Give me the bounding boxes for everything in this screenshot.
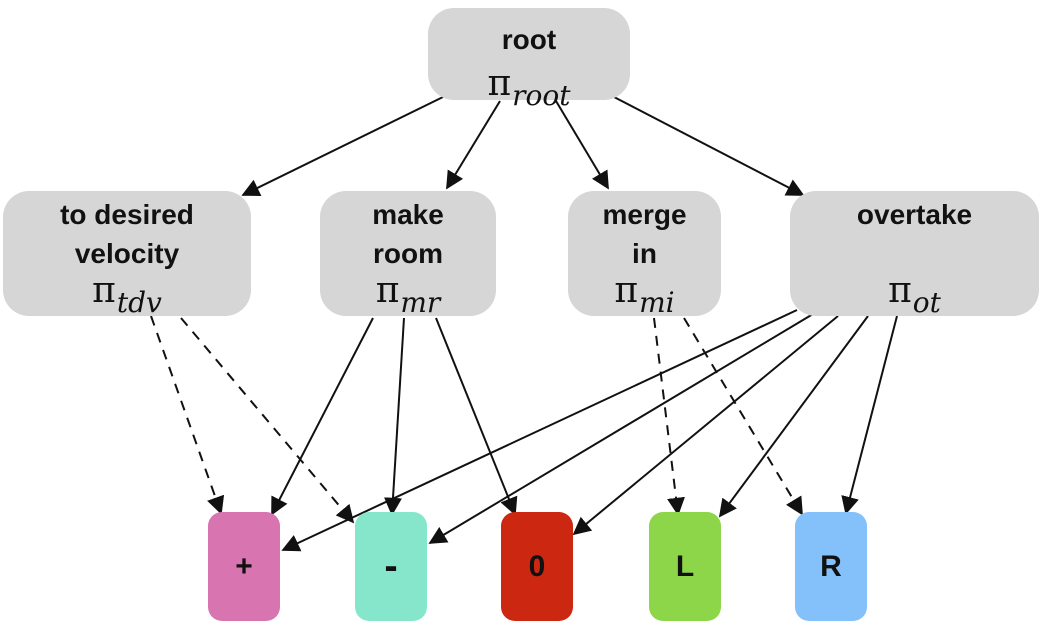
- action-right-label: R: [820, 549, 842, 583]
- edge-ot-minus: [428, 313, 814, 544]
- edge-mr-zero: [435, 317, 518, 516]
- edge-mr-minus: [384, 317, 405, 516]
- edge-ot-left: [718, 315, 869, 518]
- node-mi-label-line2: in: [632, 238, 657, 269]
- node-root-label: root: [501, 24, 557, 55]
- node-tdv-label-line1: to desired: [60, 199, 194, 230]
- edge-mi-right: [683, 317, 803, 516]
- node-overtake: overtake πot: [790, 191, 1039, 319]
- node-mr-label-line2: room: [373, 238, 443, 269]
- node-merge-in: merge in πmi: [568, 191, 721, 319]
- action-right: R: [795, 512, 867, 621]
- action-zero: 0: [501, 512, 573, 621]
- node-root-policy: πroot: [487, 63, 571, 113]
- node-to-desired-velocity: to desired velocity πtdv: [3, 191, 251, 319]
- edge-root-mi: [555, 100, 609, 190]
- node-tdv-policy: πtdv: [92, 270, 162, 320]
- node-mi-policy: πmi: [614, 270, 675, 320]
- action-plus: +: [208, 512, 280, 621]
- action-left: L: [649, 512, 721, 621]
- edge-ot-right: [841, 315, 898, 515]
- action-minus: -: [355, 512, 427, 621]
- action-plus-label: +: [235, 549, 253, 583]
- node-root: root πroot: [428, 8, 630, 112]
- edge-mr-plus: [271, 317, 374, 516]
- node-make-room: make room πmr: [320, 191, 496, 319]
- edge-root-tdv: [241, 96, 444, 196]
- action-zero-label: 0: [528, 549, 546, 583]
- edge-ot-plus: [281, 309, 798, 552]
- action-minus-label: -: [384, 544, 398, 588]
- edge-root-ot: [613, 96, 805, 196]
- node-tdv-label-line2: velocity: [74, 238, 180, 269]
- node-mi-label-line1: merge: [602, 199, 687, 230]
- edge-ot-zero: [572, 315, 839, 536]
- edge-root-mr: [446, 100, 501, 190]
- edge-tdv-minus: [180, 317, 355, 524]
- node-ot-label: overtake: [856, 199, 973, 230]
- node-mr-label-line1: make: [372, 199, 444, 230]
- edge-tdv-plus: [150, 315, 225, 515]
- node-ot-policy: πot: [888, 270, 941, 320]
- action-left-label: L: [675, 549, 695, 583]
- edge-mi-left: [653, 317, 685, 516]
- node-mr-policy: πmr: [375, 270, 441, 320]
